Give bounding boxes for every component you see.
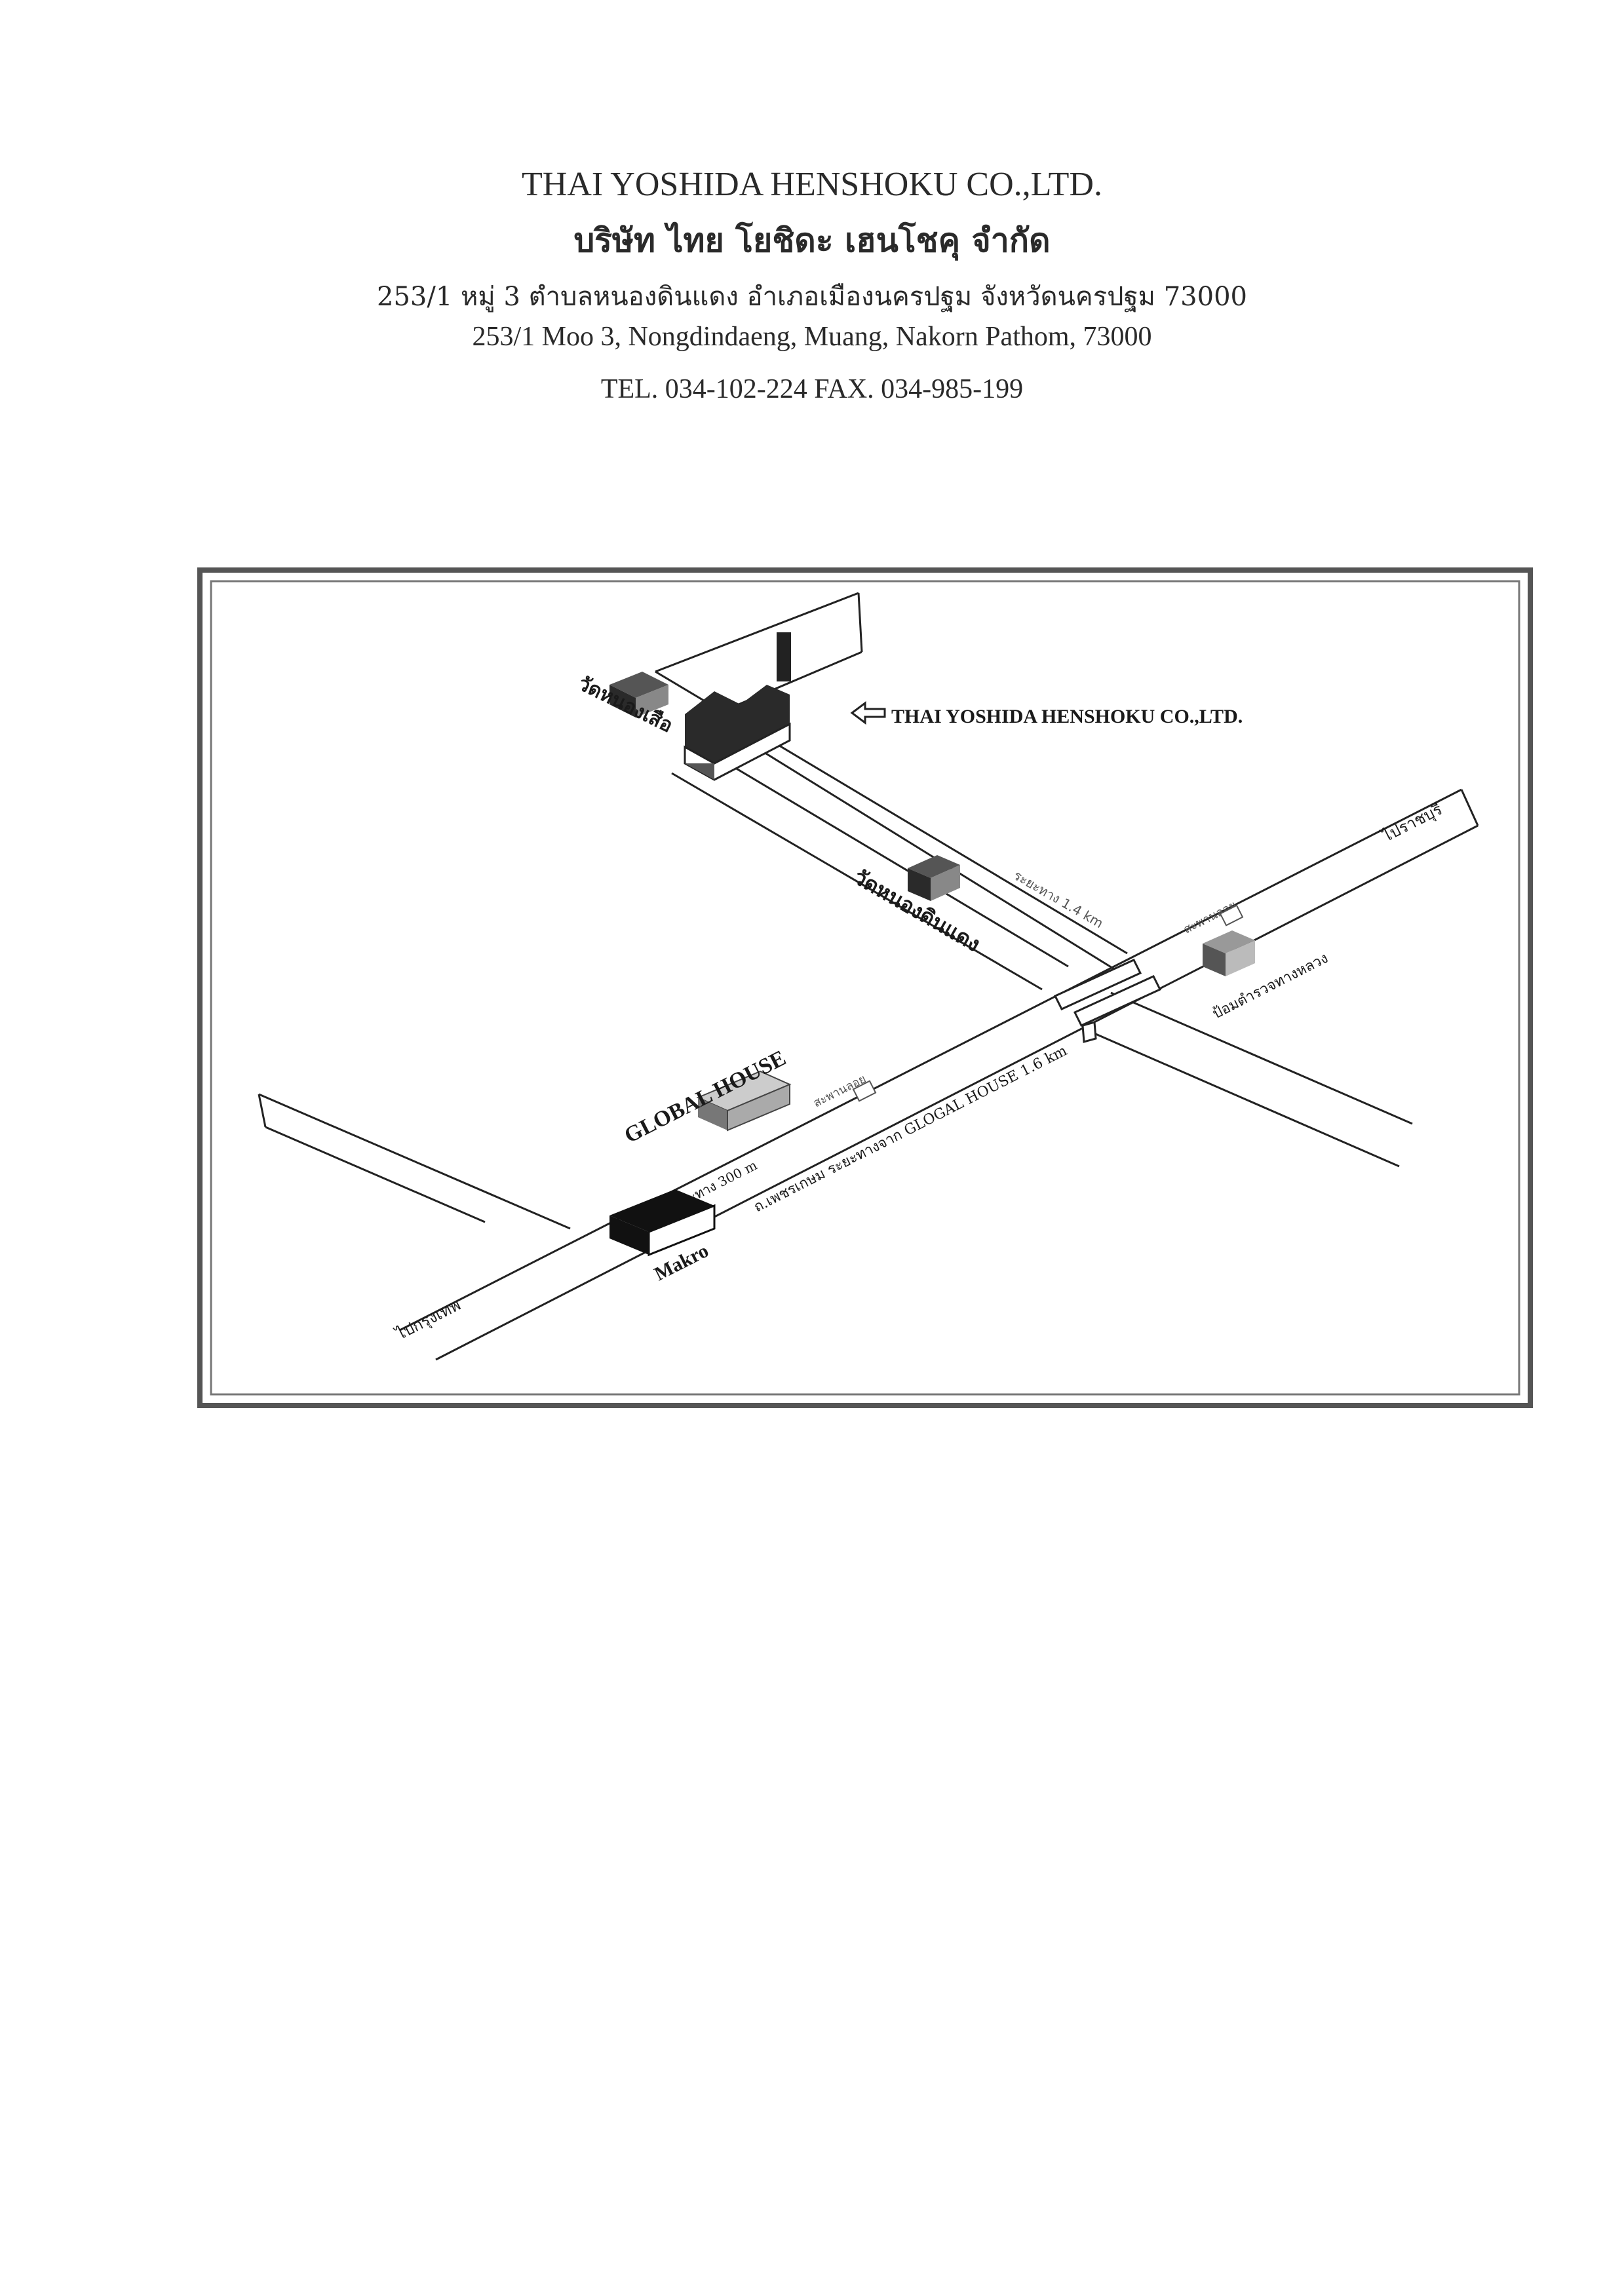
distance-1-4-label: ระยะทาง 1.4 km [1011, 868, 1106, 932]
road-cross [258, 991, 1413, 1230]
road-factory-access [655, 592, 1128, 991]
contact-line: TEL. 034-102-224 FAX. 034-985-199 [600, 374, 1024, 404]
road-phet-kasem [399, 788, 1479, 1361]
company-name-en: THAI YOSHIDA HENSHOKU CO.,LTD. [522, 166, 1102, 203]
map-frame-outer [197, 567, 1533, 1408]
global-house-building-icon [696, 1070, 792, 1132]
to-ratchaburi-label: ไปราชบุรี [1378, 800, 1445, 847]
arrow-left-outline-icon [850, 701, 886, 725]
police-post-icon [1203, 930, 1255, 976]
phet-kasem-distance-label: ถ.เพชรเกษม ระยะทางจาก GLOGAL HOUSE 1.6 k… [751, 1043, 1070, 1215]
overpass-right-marker [1219, 904, 1244, 927]
location-map: THAI YOSHIDA HENSHOKU CO.,LTD. วัดหนองเส… [197, 567, 1533, 1408]
overpass-main [1053, 959, 1162, 1043]
overpass-left-marker [852, 1080, 877, 1102]
to-bangkok-label: ไปกรุงเทพ [392, 1295, 464, 1345]
temple-building-icon [609, 672, 668, 718]
makro-building-icon [609, 1189, 716, 1257]
company-name-th: บริษัท ไทย โยชิดะ เฮนโชคุ จำกัด [573, 221, 1051, 259]
factory-icon [684, 632, 791, 781]
map-frame-inner [210, 580, 1520, 1396]
factory-label: THAI YOSHIDA HENSHOKU CO.,LTD. [891, 706, 1243, 727]
address-th: 253/1 หมู่ 3 ตำบลหนองดินแดง อำเภอเมืองนค… [377, 282, 1247, 312]
address-en: 253/1 Moo 3, Nongdindaeng, Muang, Nakorn… [472, 322, 1152, 352]
temple-building-icon [908, 855, 960, 901]
